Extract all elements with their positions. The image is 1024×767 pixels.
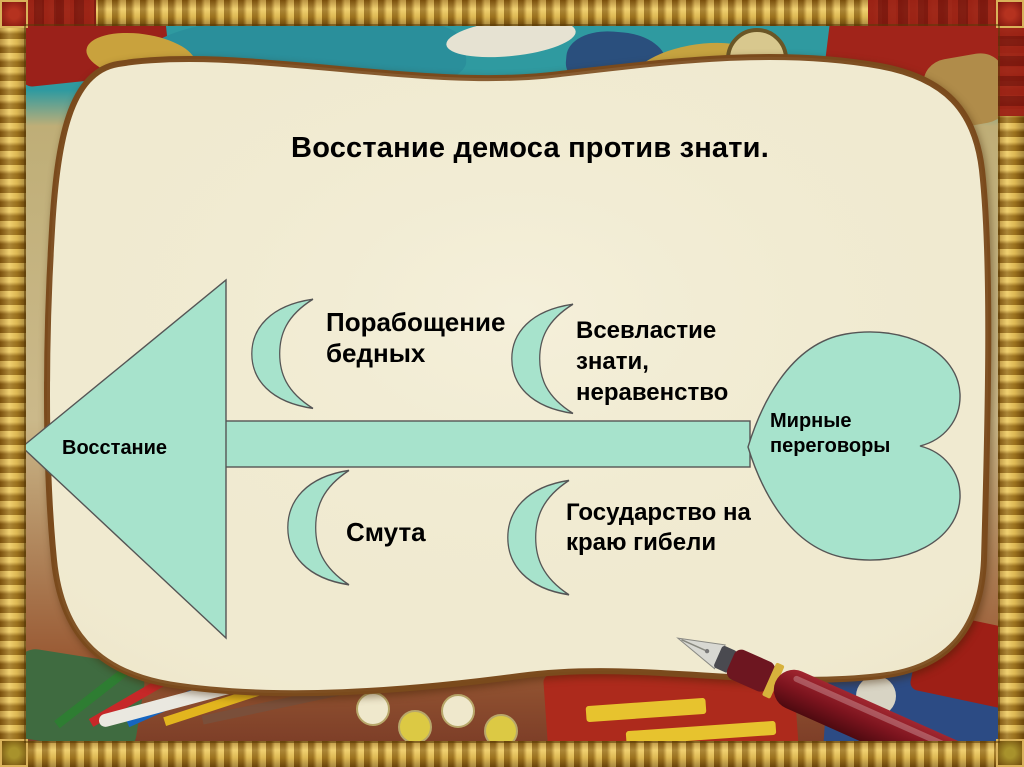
paint-dot — [398, 710, 432, 741]
pen-gold-band — [762, 662, 785, 699]
pen-grip — [726, 649, 775, 692]
pen-nib-slit — [681, 639, 710, 653]
crescent-top-left — [251, 298, 314, 410]
paint-dot — [356, 692, 390, 726]
feather-heart — [747, 331, 961, 561]
crescent-bottom-left — [287, 469, 350, 586]
cause-label-top-left: Порабощение бедных — [326, 307, 506, 369]
arrow-head — [20, 278, 227, 640]
pen-highlight — [793, 675, 959, 753]
crescent-bottom-right — [507, 479, 570, 596]
feather-label-peace: Мирные переговоры — [770, 410, 891, 457]
frame-red-accent — [24, 0, 96, 26]
frame-corner — [996, 739, 1024, 767]
slide-title: Восстание демоса против знати. — [291, 132, 769, 164]
frame-edge-bottom — [0, 741, 1024, 767]
paint-dot — [441, 694, 475, 728]
cause-label-bottom-right: Государство на краю гибели — [566, 499, 751, 556]
frame-corner — [996, 0, 1024, 28]
arrow-label-revolt: Восстание — [62, 437, 168, 459]
paint-dot — [484, 714, 518, 741]
frame-red-accent — [998, 24, 1024, 116]
frame-corner — [0, 0, 28, 28]
cause-label-top-right: Всевластие знати, неравенство — [576, 317, 729, 407]
frame-edge-top — [0, 0, 1024, 26]
crescent-top-right — [511, 303, 574, 415]
frame-corner — [0, 739, 28, 767]
frame-edge-left — [0, 0, 26, 767]
frame-edge-right — [998, 0, 1024, 767]
cause-label-bottom-left: Смута — [346, 517, 426, 547]
frame-red-accent — [868, 0, 1000, 26]
pen-nib-hole — [704, 648, 710, 654]
